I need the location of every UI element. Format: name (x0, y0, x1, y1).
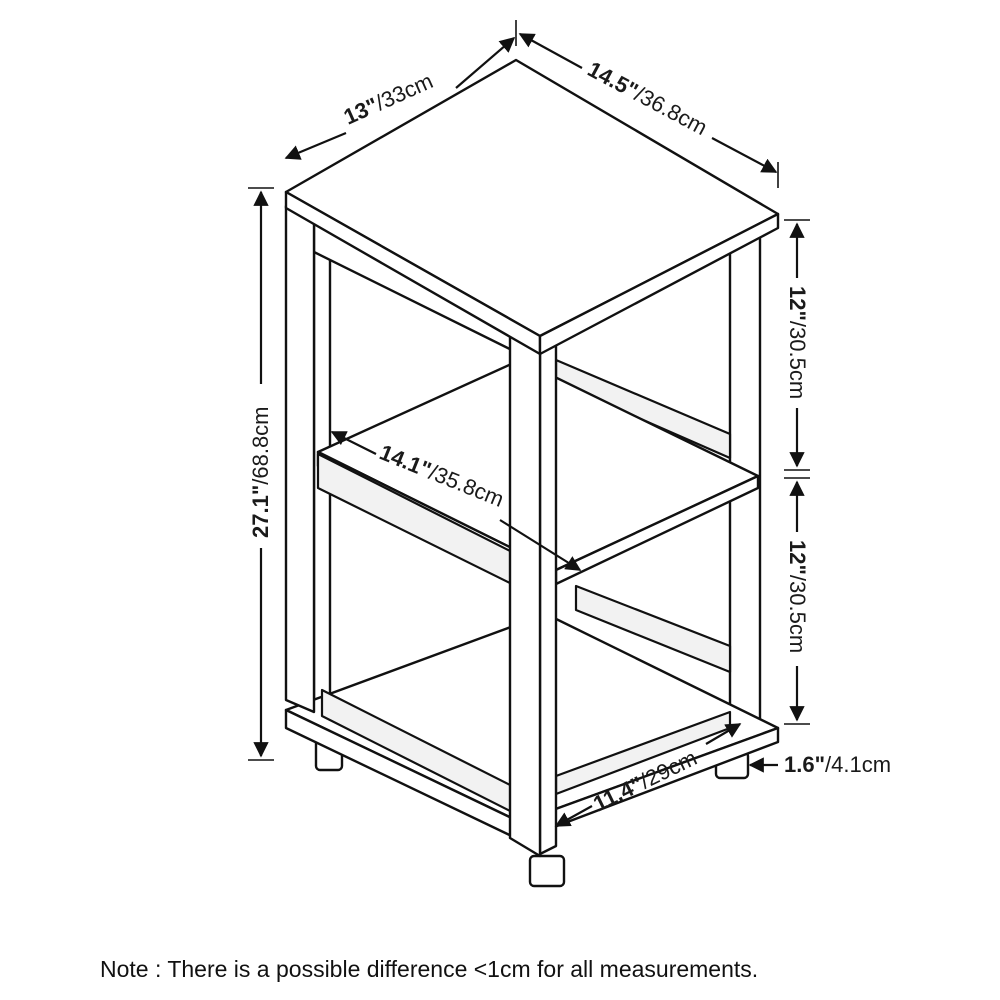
lower-gap-cm: /30.5cm (785, 575, 810, 653)
lower-gap-inches: 12" (785, 540, 810, 575)
feet-height-inches: 1.6" (784, 752, 825, 777)
top-depth-cm: /33cm (372, 68, 437, 115)
measurement-note: Note : There is a possible difference <1… (100, 956, 759, 982)
dim-feet-height: 1.6"/4.1cm (748, 752, 891, 777)
front-left-leg (284, 204, 542, 858)
svg-text:1.6"/4.1cm: 1.6"/4.1cm (784, 752, 891, 777)
total-height-cm: /68.8cm (248, 406, 273, 484)
svg-text:12"/30.5cm: 12"/30.5cm (785, 286, 810, 399)
dim-upper-gap: 12"/30.5cm (784, 219, 810, 471)
top-width-cm: /36.8cm (631, 81, 712, 140)
feet-height-cm: /4.1cm (825, 752, 891, 777)
dim-total-height: 27.1"/68.8cm (248, 187, 274, 761)
table-top (284, 58, 780, 356)
dim-lower-gap: 12"/30.5cm (784, 477, 810, 725)
total-height-inches: 27.1" (248, 485, 273, 538)
upper-gap-cm: /30.5cm (785, 321, 810, 399)
svg-text:12"/30.5cm: 12"/30.5cm (785, 540, 810, 653)
front-right-leg (538, 342, 558, 856)
svg-text:27.1"/68.8cm: 27.1"/68.8cm (248, 406, 273, 538)
upper-gap-inches: 12" (785, 286, 810, 321)
end-table-drawing (284, 58, 780, 888)
